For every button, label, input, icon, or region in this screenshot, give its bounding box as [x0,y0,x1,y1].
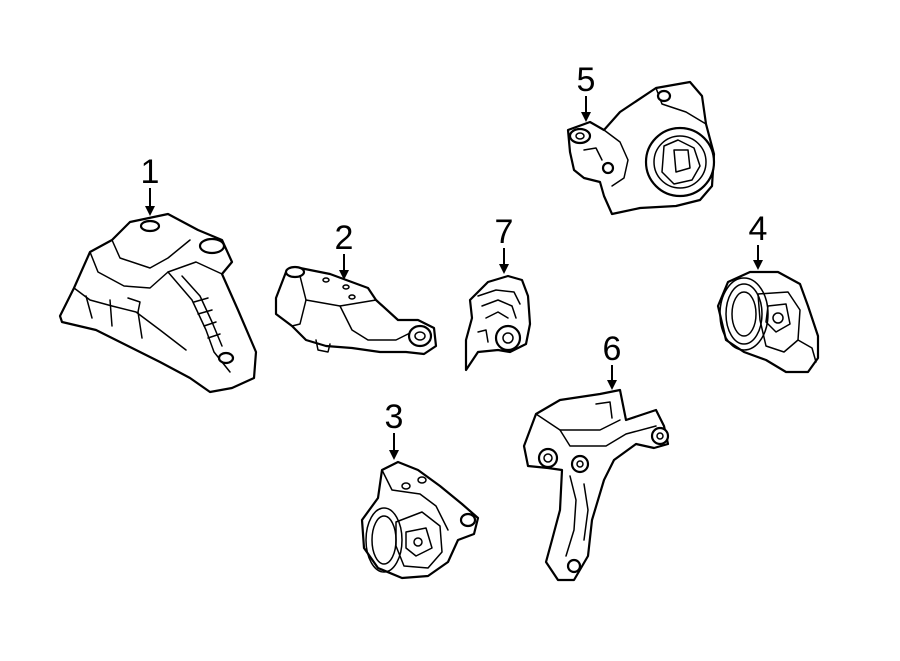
callout-2: 2 [335,219,354,280]
callout-2-label: 2 [335,219,354,257]
part-4-round-mount[interactable] [716,270,820,374]
callout-1-arrowhead [145,206,155,216]
callout-4: 4 [749,210,768,270]
callout-7-arrowhead [499,264,509,274]
part-1-engine-mount[interactable] [58,212,258,394]
callout-5-label: 5 [577,61,596,99]
part-7-mount-insulator[interactable] [464,274,532,372]
callout-6-label: 6 [603,330,622,368]
callout-6-arrowhead [607,380,617,390]
part-3-mount[interactable] [360,460,480,580]
callout-2-arrowhead [339,270,349,280]
callout-3-label: 3 [385,398,404,436]
callout-5-arrowhead [581,112,591,122]
callout-1-label: 1 [141,153,160,191]
part-5-transmission-mount[interactable] [566,80,716,216]
callout-3: 3 [385,398,404,460]
callout-4-arrowhead [753,260,763,270]
callout-6: 6 [603,330,622,390]
callout-7-label: 7 [495,213,514,251]
part-2-bracket[interactable] [274,265,438,356]
callout-1: 1 [141,153,160,216]
part-6-mount-bracket[interactable] [522,388,670,582]
callout-3-arrowhead [389,450,399,460]
callout-5: 5 [577,61,596,122]
callout-7: 7 [495,213,514,274]
callout-4-label: 4 [749,210,768,248]
